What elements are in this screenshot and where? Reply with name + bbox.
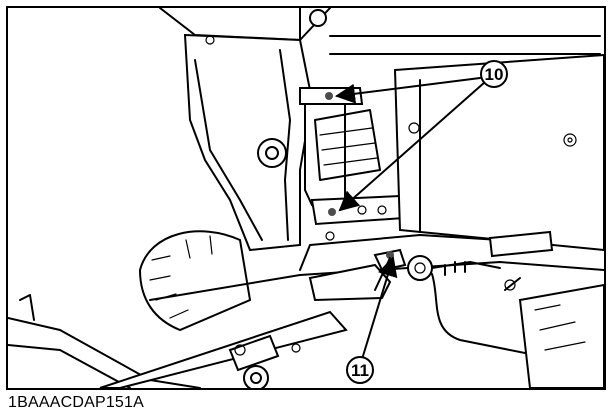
tire [138, 230, 252, 332]
callout-11: 11 [346, 356, 374, 384]
callout-11-label: 11 [351, 361, 369, 380]
callout-10-label: 10 [485, 65, 504, 84]
chassis-panel [393, 53, 604, 252]
boom-top [159, 8, 601, 55]
hydraulic-cylinder [99, 310, 348, 388]
callout-leaders [335, 77, 486, 357]
lever-arm [183, 33, 314, 252]
figure-code: 1BAAACDAP151A [6, 394, 147, 412]
hoses [431, 261, 561, 361]
swing-bracket [299, 87, 406, 241]
right-mechanism [488, 230, 604, 388]
hose-bracket [308, 248, 433, 302]
lower-frame [8, 234, 604, 388]
callout-10: 10 [480, 60, 508, 88]
